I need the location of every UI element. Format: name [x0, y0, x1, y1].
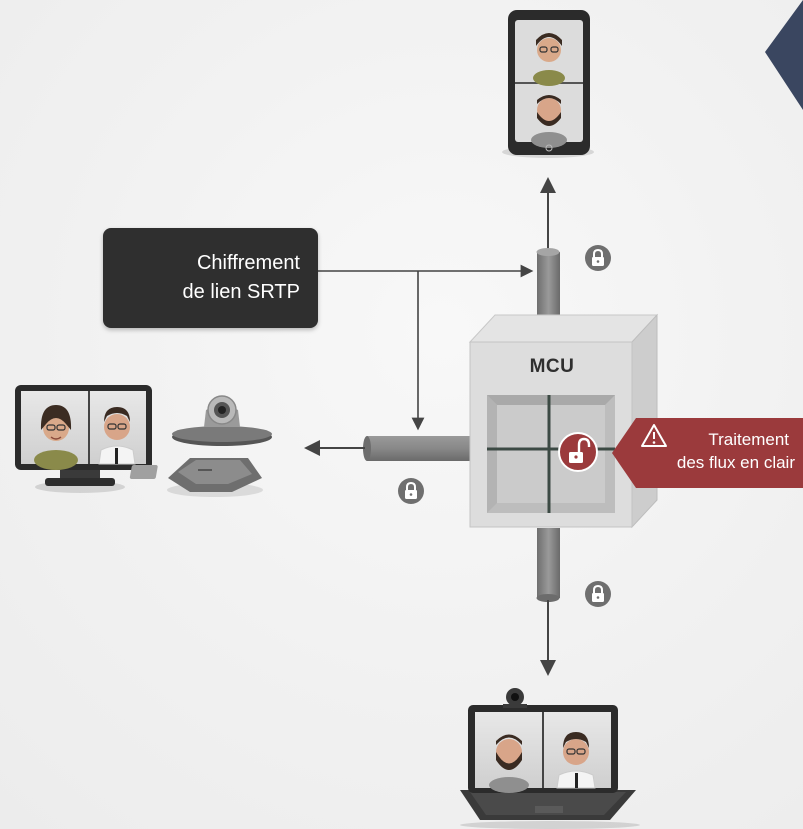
lock-icon: [585, 581, 611, 607]
mcu-label: MCU: [529, 356, 575, 377]
ptz-camera-icon: [172, 395, 272, 446]
corner-accent-shape: [765, 0, 803, 110]
laptop-icon: [460, 688, 640, 829]
pipe-left: [367, 436, 475, 461]
warning-triangle-icon: [641, 424, 667, 447]
lock-icon: [585, 245, 611, 271]
conference-phone-icon: [129, 458, 263, 497]
unlocked-lock-icon: [558, 432, 598, 472]
smartphone-icon: [502, 10, 594, 158]
warning-line1: Traitement: [708, 430, 789, 449]
desktop-monitor-icon: [15, 385, 152, 493]
srtp-label-line1: Chiffrement: [196, 252, 300, 274]
pipe-bottom: [537, 528, 560, 598]
srtp-label-line2: de lien SRTP: [182, 281, 300, 303]
pipe-top: [537, 252, 560, 332]
warning-tag: Traitement des flux en clair: [612, 418, 803, 488]
warning-line2: des flux en clair: [676, 453, 795, 472]
srtp-encryption-label-box: Chiffrement de lien SRTP: [103, 228, 318, 328]
lock-icon: [398, 478, 424, 504]
